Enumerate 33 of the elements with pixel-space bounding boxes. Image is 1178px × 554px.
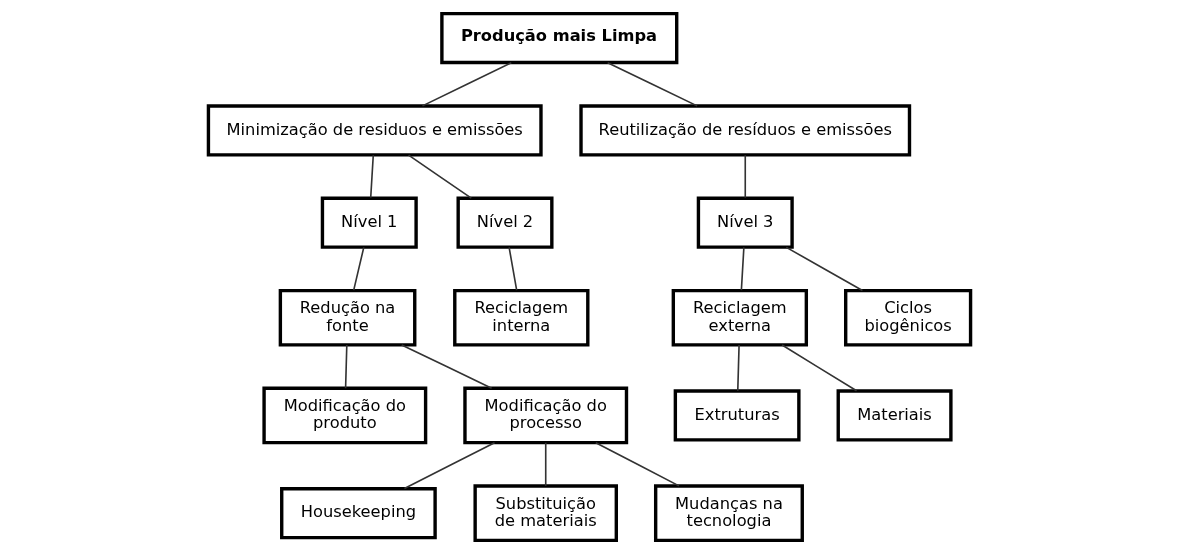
node-box: Redução na fonte (278, 288, 416, 347)
node-box: Minimização de residuos e emissões (206, 104, 543, 157)
node-box: Reciclagem interna (452, 288, 589, 347)
connector (544, 441, 547, 487)
node-box: Modificação do produto (261, 386, 427, 445)
connector (344, 344, 348, 389)
node-box: Nível 1 (320, 196, 418, 249)
connector (407, 154, 472, 199)
node-box: Reciclagem externa (671, 288, 808, 347)
node-box: Ciclos biogênicos (843, 288, 972, 347)
node-box: Mudanças na tecnologia (653, 484, 804, 542)
node-box: Nível 2 (456, 196, 554, 249)
connector (785, 246, 863, 292)
node-box: Nível 3 (696, 196, 794, 249)
node-box: Substituição de materiais (472, 484, 618, 542)
connector (743, 154, 746, 199)
connector (400, 344, 492, 389)
node-box: Produção mais Limpa (439, 12, 678, 65)
connector (507, 246, 517, 291)
connector (369, 154, 374, 199)
connector (736, 344, 740, 392)
node-box: Modificação do processo (462, 386, 628, 445)
connector (421, 61, 512, 107)
node-box: Reutilização de resíduos e emissões (578, 104, 911, 157)
connector (403, 441, 495, 490)
connector (594, 441, 680, 487)
node-box: Housekeeping (279, 487, 437, 540)
connector (606, 61, 698, 107)
connector (740, 246, 745, 291)
connector (780, 344, 857, 392)
node-box: Materiais (836, 389, 953, 442)
connector (352, 246, 365, 291)
node-box: Extruturas (673, 389, 801, 442)
